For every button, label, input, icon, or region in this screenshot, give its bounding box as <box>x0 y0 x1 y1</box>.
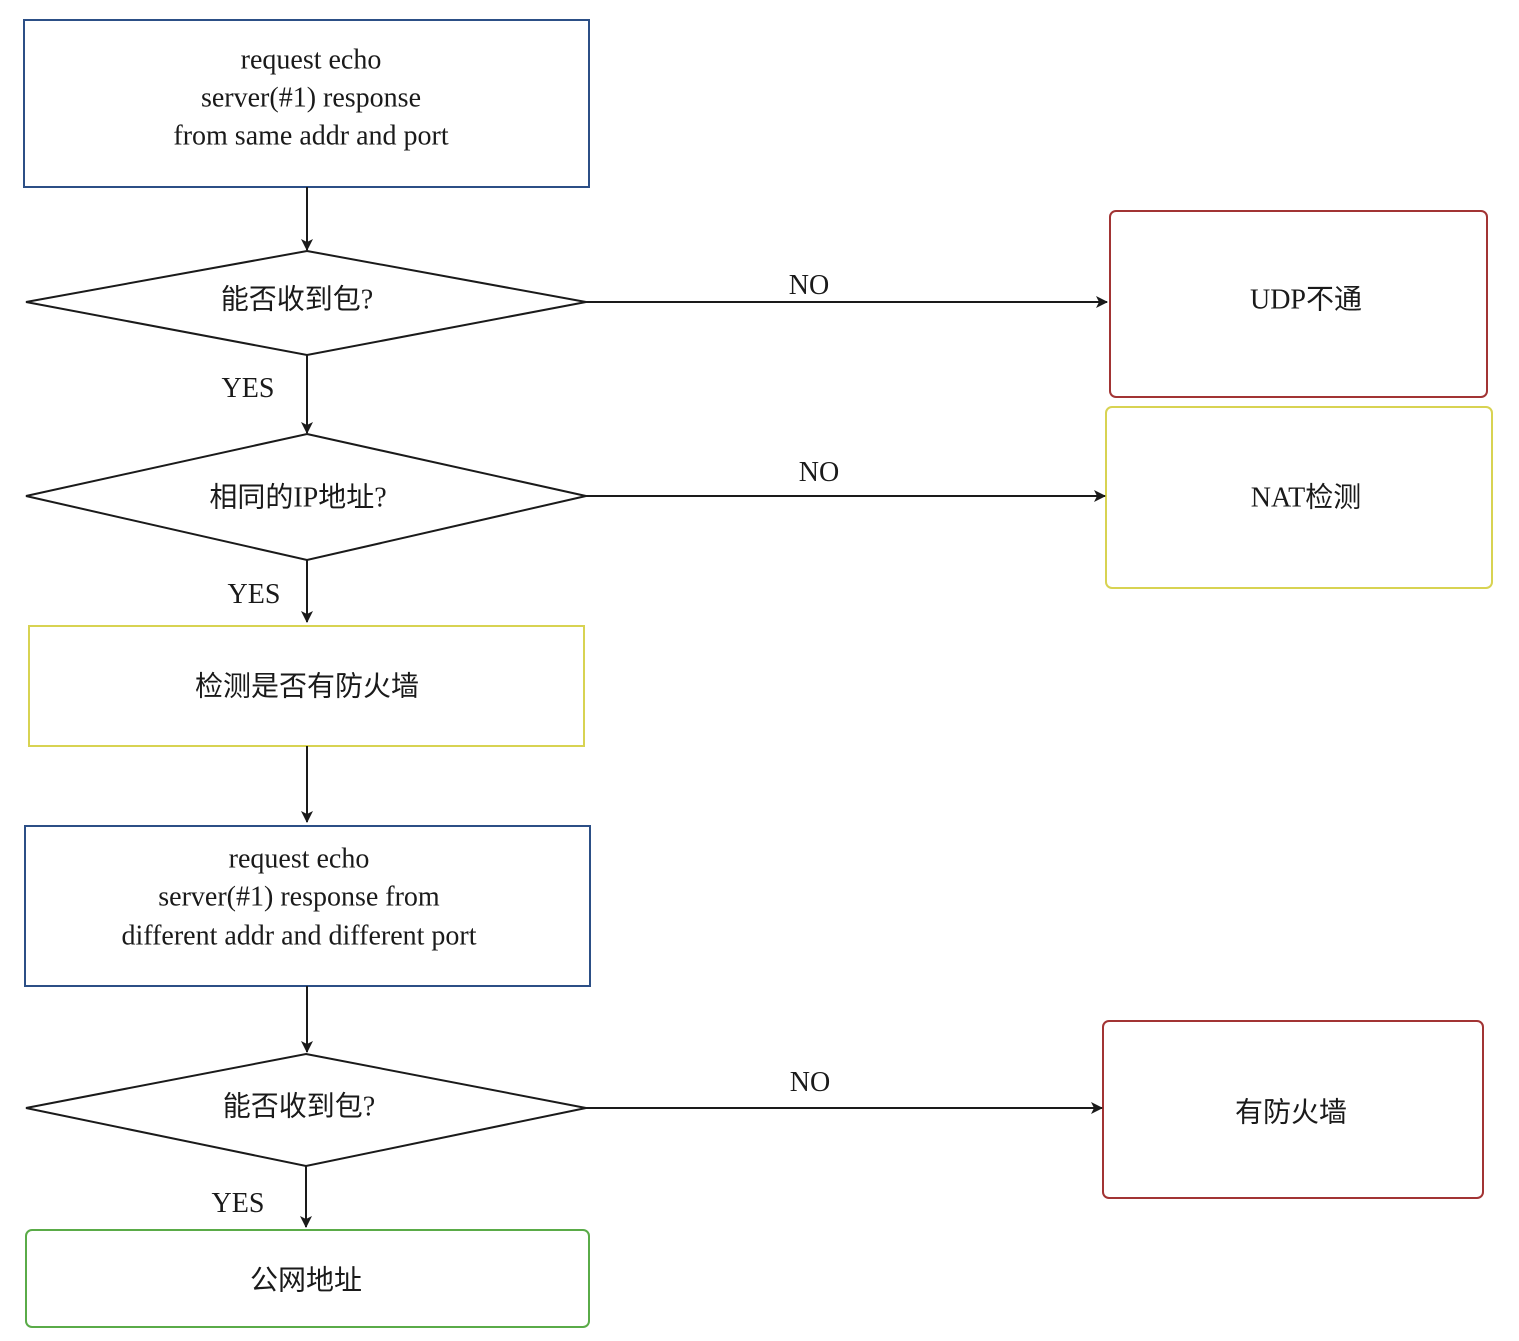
has-firewall-box <box>1102 1020 1484 1199</box>
edge-label-yes-3: YES <box>212 1188 265 1219</box>
edge-label-no-3: NO <box>790 1067 830 1098</box>
decision-receive-2-label: 能否收到包? <box>223 1090 375 1122</box>
decision-same-ip-label: 相同的IP地址? <box>209 481 386 513</box>
nat-detect-box <box>1105 406 1493 589</box>
request-diff-line-1: request echo <box>229 843 370 874</box>
detect-firewall-label: 检测是否有防火墙 <box>195 670 419 702</box>
has-firewall-label: 有防火墙 <box>1235 1096 1347 1128</box>
request-diff-line-2: server(#1) response from <box>158 881 440 912</box>
edge-label-yes-1: YES <box>222 373 275 404</box>
edge-label-yes-2: YES <box>228 579 281 610</box>
udp-blocked-label: UDP不通 <box>1250 284 1362 315</box>
public-addr-label: 公网地址 <box>250 1264 362 1296</box>
request-same-line-3: from same addr and port <box>173 120 448 151</box>
udp-blocked-box <box>1109 210 1488 398</box>
edge-label-no-2: NO <box>799 457 839 488</box>
request-same-line-2: server(#1) response <box>201 82 421 113</box>
request-same-line-1: request echo <box>241 44 382 75</box>
decision-receive-1-label: 能否收到包? <box>221 283 373 315</box>
request-diff-line-3: different addr and different port <box>121 920 476 951</box>
public-addr-box <box>25 1229 590 1328</box>
nat-detect-label: NAT检测 <box>1251 481 1361 513</box>
edge-label-no-1: NO <box>789 270 829 301</box>
